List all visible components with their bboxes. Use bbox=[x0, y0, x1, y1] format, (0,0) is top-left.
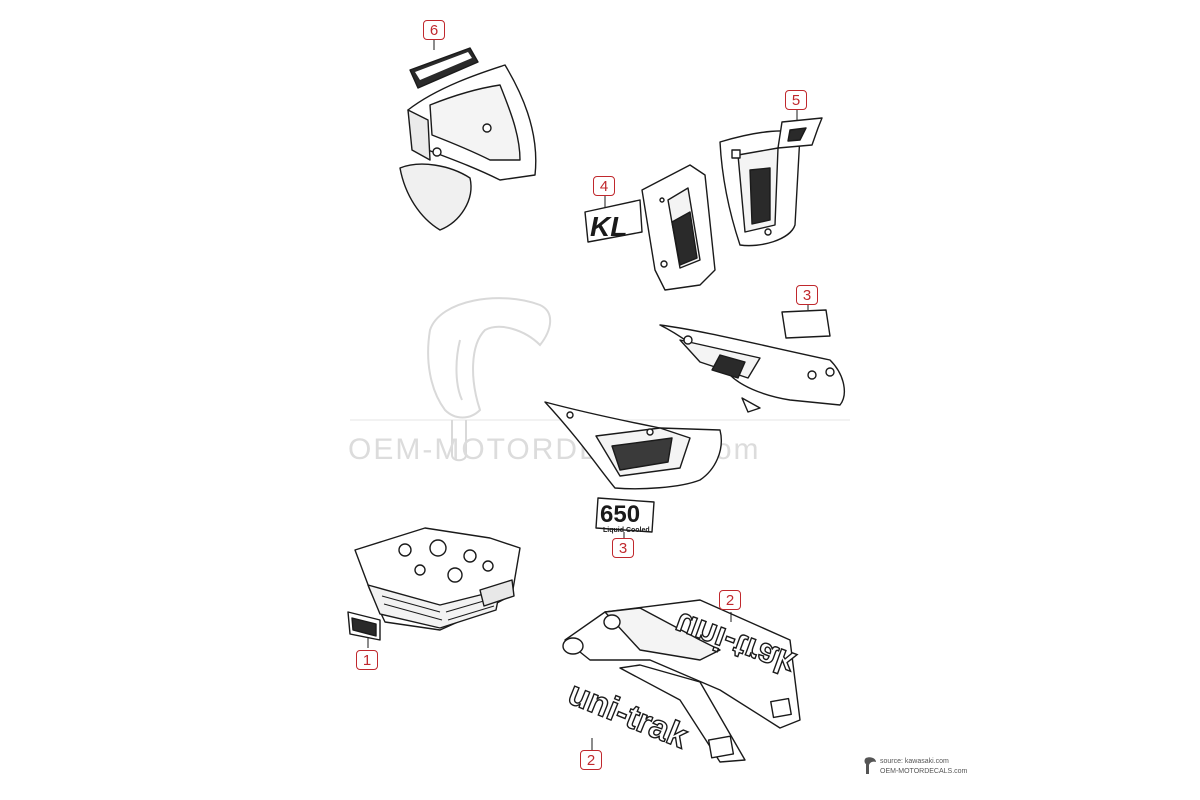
credit-logo-icon bbox=[864, 757, 876, 774]
swingarm bbox=[562, 599, 801, 763]
650-decal-text: 650 bbox=[600, 501, 640, 528]
callout-2-bottom: 2 bbox=[580, 750, 602, 770]
kl-decal: KL bbox=[584, 196, 643, 243]
credit-source: source: kawasaki.com bbox=[880, 758, 949, 765]
side-panel-right bbox=[719, 110, 823, 247]
650-decal: 650 Liquid Cooled bbox=[595, 497, 655, 540]
credit-site: OEM-MOTORDECALS.com bbox=[880, 768, 968, 775]
side-cover-front bbox=[544, 401, 722, 490]
callout-3-top: 3 bbox=[796, 285, 818, 305]
callout-4: 4 bbox=[593, 176, 615, 196]
callout-6: 6 bbox=[423, 20, 445, 40]
side-cover-rear bbox=[659, 298, 846, 413]
side-panel-left bbox=[641, 164, 716, 291]
callout-5: 5 bbox=[785, 90, 807, 110]
liquid-cooled-text: Liquid Cooled bbox=[603, 527, 650, 534]
callout-3-bottom: 3 bbox=[612, 538, 634, 558]
cylinder-head-badge bbox=[347, 611, 381, 648]
callout-1: 1 bbox=[356, 650, 378, 670]
cylinder-head bbox=[354, 527, 521, 631]
kl-decal-text: KL bbox=[590, 211, 627, 242]
callout-2-top: 2 bbox=[719, 590, 741, 610]
headlight-cowl bbox=[399, 38, 537, 231]
